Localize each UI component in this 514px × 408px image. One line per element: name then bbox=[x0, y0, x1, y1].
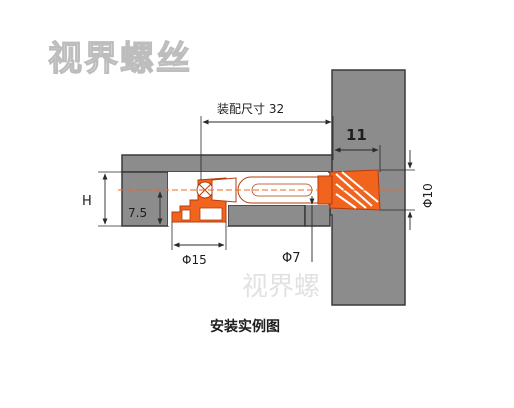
dimension-depth-11 bbox=[334, 145, 381, 172]
label-depth-11: 11 bbox=[346, 126, 367, 144]
label-diameter-10: Φ10 bbox=[421, 183, 435, 208]
watermark-brand-center: 视界螺 bbox=[242, 272, 320, 302]
dimension-height-h bbox=[98, 171, 122, 227]
label-height-h: H bbox=[82, 194, 92, 209]
label-diameter-15: Φ15 bbox=[182, 253, 207, 267]
label-assembly-dimension: 装配尺寸 32 bbox=[217, 102, 284, 116]
label-7-5: 7.5 bbox=[128, 206, 147, 220]
caption: 安装实例图 bbox=[210, 318, 280, 335]
horizontal-panel bbox=[121, 154, 333, 173]
label-diameter-7: Φ7 bbox=[282, 251, 301, 266]
dimension-diameter-15 bbox=[171, 222, 227, 250]
dimension-diameter-10 bbox=[380, 150, 415, 230]
horizontal-panel-bottom bbox=[227, 204, 306, 227]
watermark-brand-top: 视界螺丝 bbox=[48, 39, 192, 79]
dimension-assembly-32 bbox=[200, 116, 334, 180]
